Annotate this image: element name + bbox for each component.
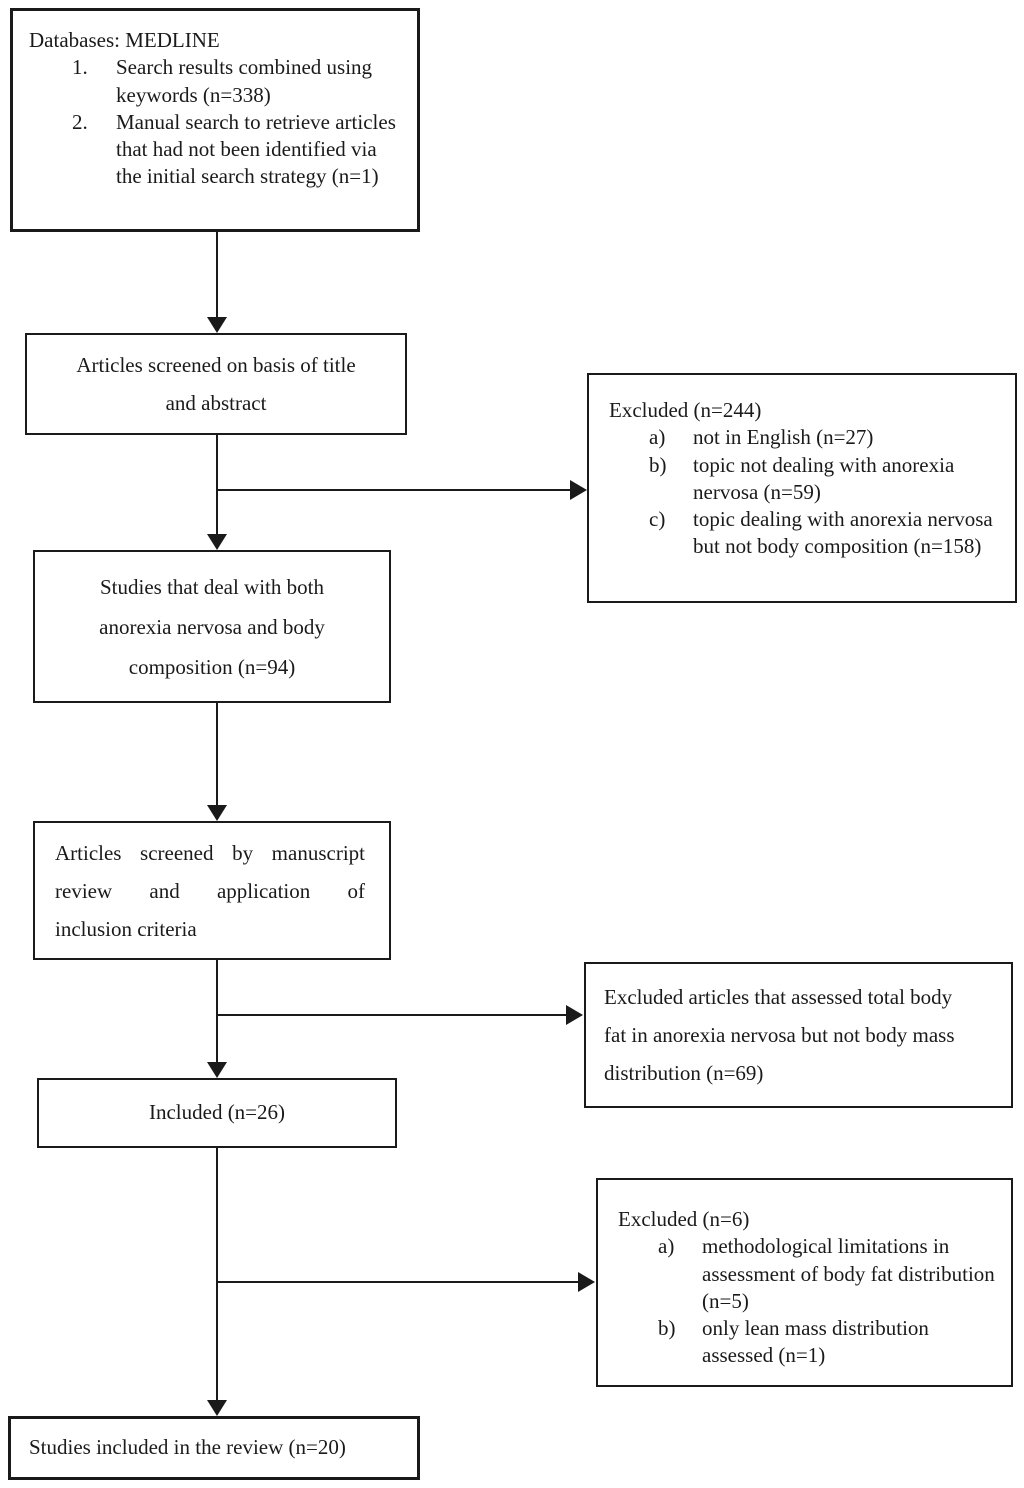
list-item-letter: c) [649,507,666,532]
box-text-line: review and application of [55,878,365,903]
databases-box-title: Databases: MEDLINE [29,28,220,52]
list-item-letter: a) [649,425,666,450]
list-item-letter: b) [658,1316,676,1341]
box-text-line: Articles screened by manuscript [55,840,365,865]
box-text-line: Studies included in the review (n=20) [29,1435,346,1460]
list-item-text: Manual search to retrieve articles that … [116,109,396,189]
arrow-right-icon [566,1005,583,1025]
title-abstract-screening-box: Articles screened on basis of title and … [25,333,407,435]
connector-line [217,1014,567,1016]
excluded-244-box: Excluded (n=244) a) not in English (n=27… [587,373,1017,603]
list-item-text: only lean mass distribution assessed (n=… [702,1316,929,1368]
list-item-letter: a) [658,1234,675,1259]
connector-line [216,1148,218,1401]
box-text-line: and abstract [165,391,267,415]
arrow-right-icon [570,480,587,500]
list-item-text: topic dealing with anorexia nervosa but … [693,507,993,559]
list-item: b) only lean mass distribution assessed … [658,1315,1003,1370]
connector-line [216,960,218,1063]
excluded-6-title: Excluded (n=6) [618,1207,750,1231]
excluded-244-title: Excluded (n=244) [609,398,762,422]
list-item: a) methodological limitations in assessm… [658,1233,1003,1315]
box-text-line: distribution (n=69) [604,1061,764,1085]
arrow-down-icon [207,1400,227,1416]
connector-line [216,232,218,318]
excluded-6-box: Excluded (n=6) a) methodological limitat… [596,1178,1013,1387]
arrow-right-icon [578,1272,595,1292]
arrow-down-icon [207,317,227,333]
list-item: c) topic dealing with anorexia nervosa b… [649,506,1005,561]
included-26-box: Included (n=26) [37,1078,397,1148]
box-text-line: inclusion criteria [55,916,197,941]
box-text-line: anorexia nervosa and body [99,614,325,639]
arrow-down-icon [207,1062,227,1078]
box-text-line: composition (n=94) [128,654,296,679]
connector-line [217,489,571,491]
box-text-line: Included (n=26) [148,1100,286,1125]
box-text-line: Excluded articles that assessed total bo… [604,985,953,1009]
excluded-69-box: Excluded articles that assessed total bo… [584,962,1013,1108]
box-text-line: Studies that deal with both [100,574,324,599]
box-text-line: fat in anorexia nervosa but not body mas… [604,1023,955,1047]
list-item-text: methodological limitations in assessment… [702,1234,995,1313]
list-item-text: Search results combined using keywords (… [116,55,373,107]
list-item: 1. Search results combined using keyword… [72,54,403,109]
list-item-text: not in English (n=27) [693,425,874,450]
list-item: b) topic not dealing with anorexia nervo… [649,452,1005,507]
list-item-text: topic not dealing with anorexia nervosa … [693,452,955,504]
list-item-number: 1. [72,55,88,80]
arrow-down-icon [207,534,227,550]
connector-line [216,703,218,806]
list-item-number: 2. [72,109,88,134]
connector-line [217,1281,579,1283]
connector-line [216,435,218,535]
studies-94-box: Studies that deal with both anorexia ner… [33,550,391,703]
included-review-box: Studies included in the review (n=20) [8,1416,420,1480]
list-item: 2. Manual search to retrieve articles th… [72,109,403,191]
list-item-letter: b) [649,452,667,477]
manuscript-review-box: Articles screened by manuscript review a… [33,821,391,960]
box-text-line: Articles screened on basis of title [76,353,356,377]
arrow-down-icon [207,805,227,821]
databases-box: Databases: MEDLINE 1. Search results com… [10,8,420,232]
list-item: a) not in English (n=27) [649,424,1005,451]
